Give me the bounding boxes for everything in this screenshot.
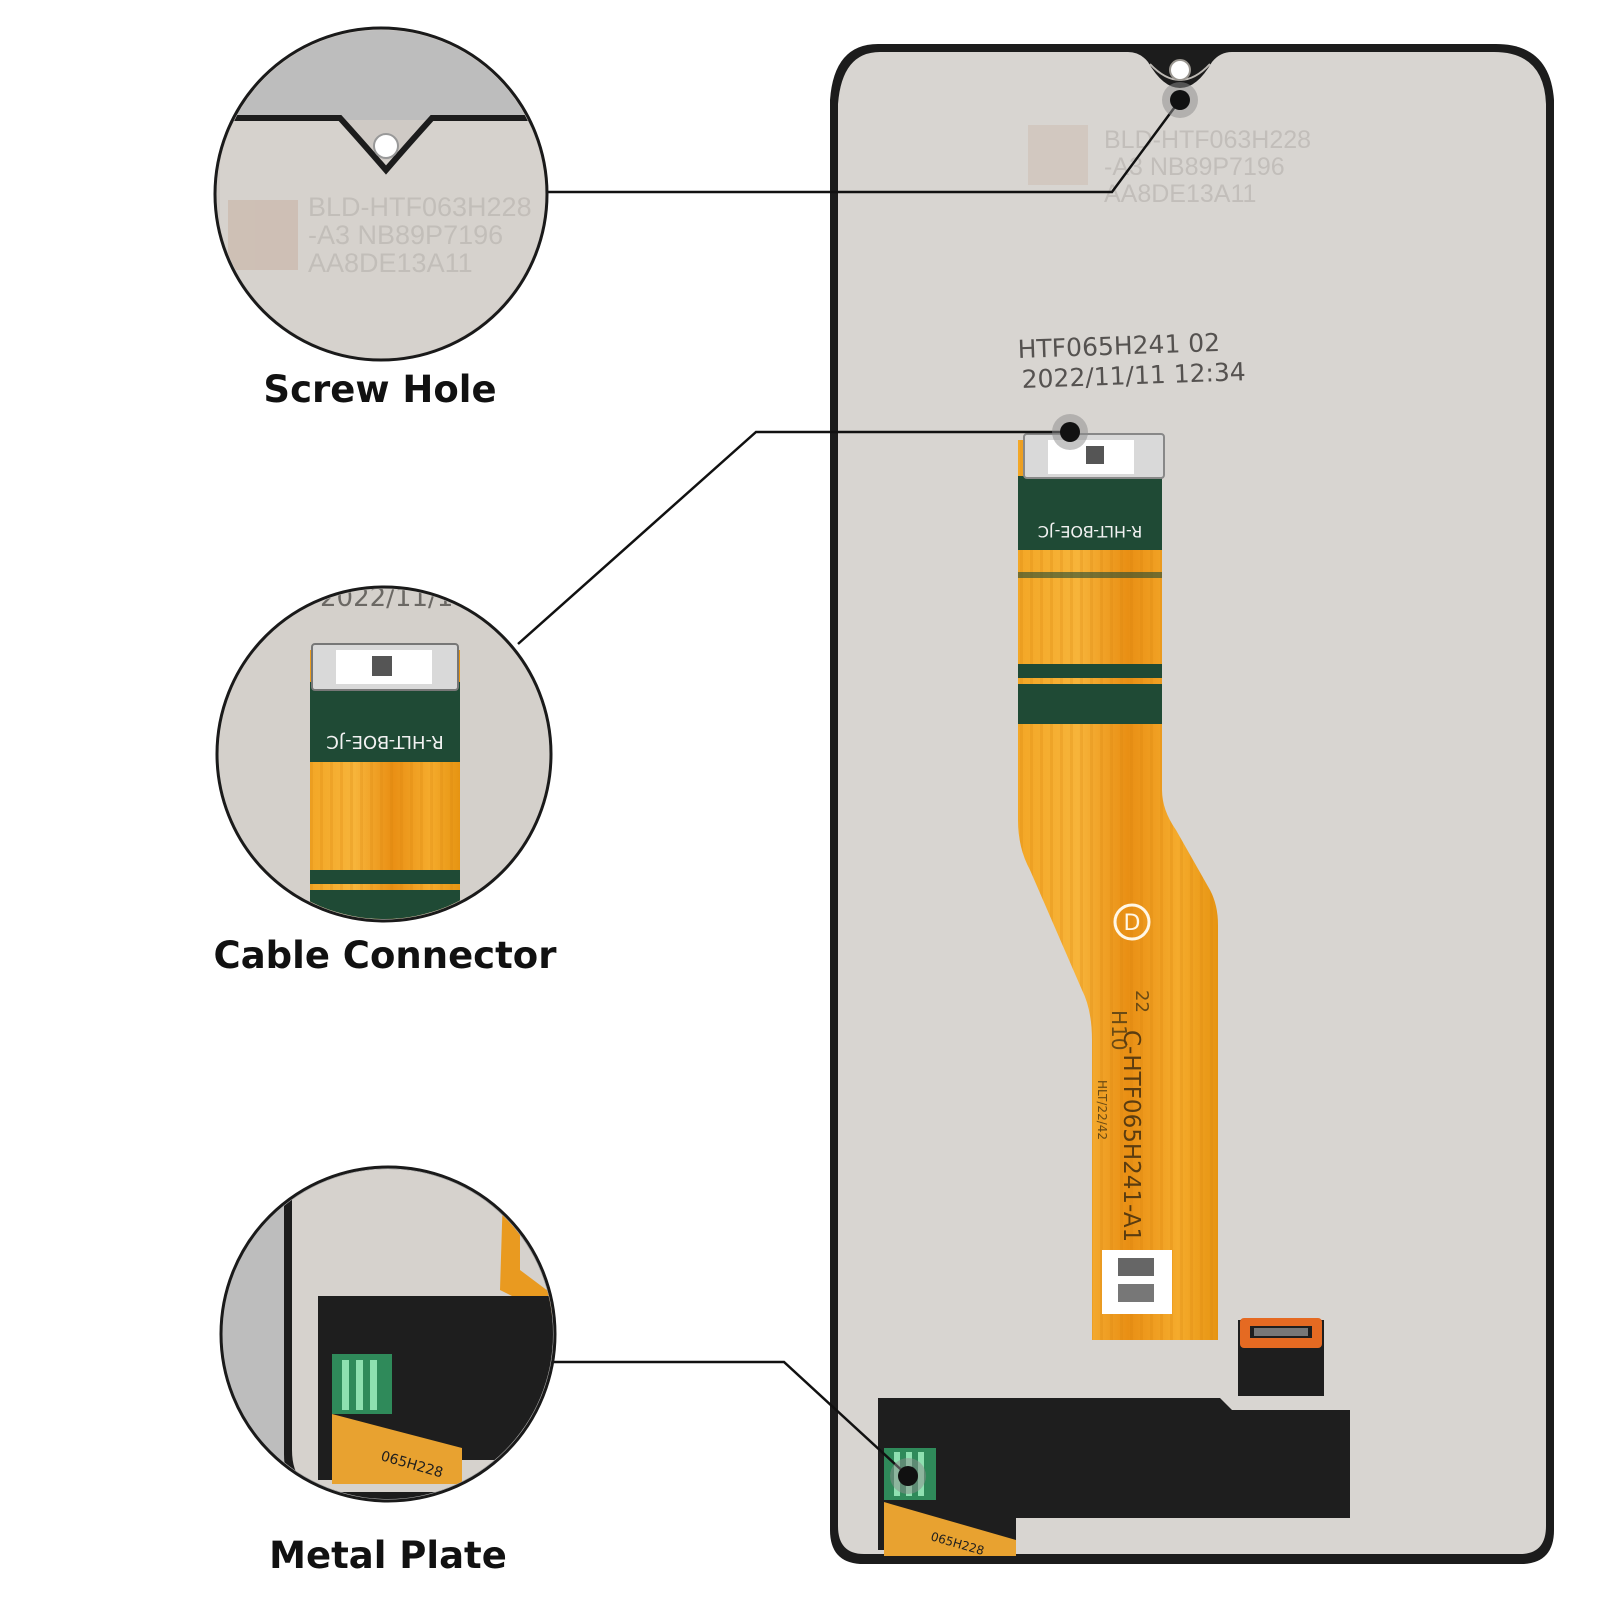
svg-text:-A3 NB89P7196: -A3 NB89P7196 — [308, 220, 503, 250]
cable-connector-label: Cable Connector — [213, 934, 557, 977]
flex-green-band-top — [1018, 476, 1162, 550]
leader-screw-hole — [544, 99, 1182, 194]
svg-text:R-HLT-BOE-JC: R-HLT-BOE-JC — [1038, 522, 1142, 541]
svg-text:HLT/22/42: HLT/22/42 — [1095, 1080, 1109, 1140]
bottom-code: CG-HTF065H228-A2_QGL 22/37 — [1245, 1564, 1419, 1577]
svg-text:H10: H10 — [1107, 1010, 1131, 1051]
flex-green-band-mid — [1018, 664, 1162, 678]
svg-text:AA8DE13A11: AA8DE13A11 — [308, 248, 473, 278]
svg-text:R-HLT-BOE-JC: R-HLT-BOE-JC — [326, 731, 444, 752]
lens-cable-connector: 2022/11/1 R-HLT-BOE-JC — [215, 585, 553, 923]
svg-text:AA8DE13A11: AA8DE13A11 — [1104, 180, 1256, 208]
metal-plate-label: Metal Plate — [269, 1534, 507, 1577]
leader-metal-plate — [552, 1360, 909, 1477]
screw-hole-label: Screw Hole — [263, 368, 497, 411]
flex-logo — [1113, 903, 1151, 941]
main-flex-cable: R-HLT-BOE-JC D H10 22 C-HTF065H241-A1 HL… — [1018, 433, 1218, 1340]
svg-text:BLD-HTF063H228: BLD-HTF063H228 — [308, 192, 532, 222]
panel-print: HTF065H241 02 2022/11/11 12:34 — [1017, 328, 1246, 394]
panel-back-surface — [838, 52, 1546, 1554]
svg-text:C-HTF065H241-A1: C-HTF065H241-A1 — [1118, 1030, 1144, 1242]
svg-text:D: D — [1124, 911, 1141, 936]
side-flex-connector — [1238, 1318, 1324, 1396]
leader-dots — [890, 82, 1198, 1494]
svg-text:22: 22 — [1131, 990, 1152, 1013]
metal-plate: 065H228 — [878, 1398, 1350, 1558]
leader-lines — [517, 99, 1182, 1477]
top-sticker: BLD-HTF063H228 -A3 NB89P7196 AA8DE13A11 — [1028, 125, 1311, 208]
lcd-panel: BLD-HTF063H228 -A3 NB89P7196 AA8DE13A11 … — [830, 44, 1554, 1577]
svg-text:HTF065H241 02: HTF065H241 02 — [1017, 328, 1220, 364]
svg-text:-A3 NB89P7196: -A3 NB89P7196 — [1104, 153, 1285, 181]
lens-screw-hole: BLD-HTF063H228 -A3 NB89P7196 AA8DE13A11 — [213, 26, 549, 362]
lens-metal-plate: 065H228 — [219, 1165, 557, 1503]
svg-text:BLD-HTF063H228: BLD-HTF063H228 — [1104, 126, 1311, 154]
leader-cable-connector — [517, 430, 1070, 645]
screw-hole — [1169, 59, 1191, 81]
